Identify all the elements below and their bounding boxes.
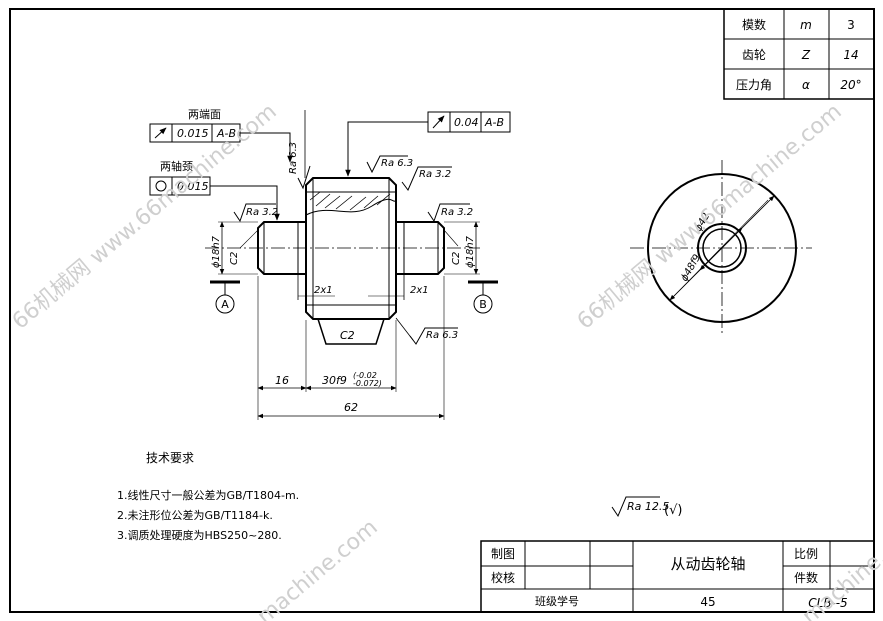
title-class-id: 班级学号 bbox=[535, 594, 579, 608]
dim-groove-right: 2x1 bbox=[410, 285, 429, 296]
title-drawn: 制图 bbox=[491, 547, 515, 561]
param-label-gear: 齿轮 bbox=[742, 48, 766, 62]
tolerance-runout-gear: 0.04 A-B bbox=[345, 111, 511, 177]
datum-b: B bbox=[468, 280, 498, 314]
cyl-value: 0.015 bbox=[177, 180, 209, 193]
notes-item-2: 2.未注形位公差为GB/T1184-k. bbox=[117, 508, 273, 522]
roughness-ra63-left: Ra 6.3 bbox=[288, 142, 299, 174]
dim-len-62: 62 bbox=[344, 401, 358, 414]
roughness-ra63-bottom: Ra 6.3 bbox=[426, 330, 458, 341]
dim-len-30: 30f9 bbox=[322, 374, 347, 387]
runout-ends-title: 两端面 bbox=[188, 108, 221, 121]
runout-ends-datum: A-B bbox=[216, 127, 236, 140]
dimensions: ϕ18h7 C2 ϕ18h7 C2 2x1 2x1 C2 16 30f9 (-0… bbox=[211, 221, 480, 420]
param-symbol-module: m bbox=[800, 18, 812, 32]
runout-gear-datum: A-B bbox=[484, 116, 504, 129]
param-symbol-gear: Z bbox=[801, 48, 811, 62]
notes-title: 技术要求 bbox=[146, 451, 194, 465]
title-checked: 校核 bbox=[491, 570, 515, 585]
title-part-name: 从动齿轮轴 bbox=[670, 555, 745, 573]
dim-dia-outer: ϕ48f9 bbox=[679, 253, 703, 284]
dim-dia-right: ϕ18h7 bbox=[465, 235, 476, 268]
param-value-module: 3 bbox=[847, 18, 855, 32]
shaft-view bbox=[205, 177, 480, 345]
dim-dia-left: ϕ18h7 bbox=[211, 235, 222, 268]
roughness-general-mark: (√) bbox=[664, 503, 682, 518]
tolerance-cylindricity: 两轴颈 0.015 bbox=[149, 159, 280, 221]
dim-len-16: 16 bbox=[275, 374, 289, 387]
roughness-ra32-top: Ra 3.2 bbox=[419, 169, 451, 180]
param-table: 模数 m 3 齿轮 Z 14 压力角 α 20° bbox=[723, 8, 875, 100]
param-label-pressure-angle: 压力角 bbox=[736, 78, 772, 92]
roughness-symbols: Ra 6.3 Ra 6.3 Ra 3.2 Ra 3.2 Ra 3.2 Ra 6.… bbox=[233, 110, 682, 518]
title-scale: 比例 bbox=[794, 547, 818, 561]
tolerance-runout-ends: 两端面 0.015 A-B bbox=[149, 108, 293, 163]
runout-gear-value: 0.04 bbox=[454, 116, 479, 129]
notes-item-3: 3.调质处理硬度为HBS250~280. bbox=[117, 528, 282, 542]
sheet-border bbox=[9, 8, 875, 613]
param-value-pressure-angle: 20° bbox=[840, 78, 861, 92]
watermark-4: machine.com bbox=[798, 515, 883, 621]
param-value-gear: 14 bbox=[843, 48, 858, 62]
roughness-ra63-top: Ra 6.3 bbox=[381, 158, 413, 169]
datum-a: A bbox=[210, 280, 240, 314]
datum-a-label: A bbox=[221, 298, 229, 311]
title-quantity: 件数 bbox=[794, 570, 818, 585]
watermark-1: 66机械网 www.66machine.com bbox=[8, 99, 282, 334]
dim-chamfer-bottom: C2 bbox=[340, 329, 355, 342]
dim-chamfer-left: C2 bbox=[229, 252, 240, 265]
title-material: 45 bbox=[700, 595, 715, 609]
runout-ends-value: 0.015 bbox=[177, 127, 209, 140]
param-label-module: 模数 bbox=[742, 17, 766, 32]
technical-notes: 技术要求 1.线性尺寸一般公差为GB/T1804-m. 2.未注形位公差为GB/… bbox=[117, 451, 299, 542]
cylindricity-icon bbox=[155, 180, 167, 192]
dim-tol-lower: -0.072) bbox=[353, 379, 382, 388]
title-block: 制图 校核 班级学号 从动齿轮轴 比例 件数 45 CLB--5 bbox=[480, 540, 875, 613]
roughness-general: Ra 12.5 bbox=[627, 500, 669, 513]
title-code: CLB--5 bbox=[808, 596, 847, 610]
notes-item-1: 1.线性尺寸一般公差为GB/T1804-m. bbox=[117, 488, 299, 502]
dim-tol-upper: (-0.02 bbox=[353, 371, 377, 380]
watermark-2: 66机械网 www.66machine.com bbox=[573, 99, 847, 334]
roughness-ra32-left: Ra 3.2 bbox=[246, 207, 278, 218]
datum-b-label: B bbox=[479, 298, 487, 311]
roughness-ra32-right: Ra 3.2 bbox=[441, 207, 473, 218]
dim-groove-left: 2x1 bbox=[314, 285, 333, 296]
cyl-title: 两轴颈 bbox=[160, 159, 193, 173]
param-symbol-pressure-angle: α bbox=[802, 78, 810, 92]
dim-chamfer-right: C2 bbox=[451, 252, 462, 265]
